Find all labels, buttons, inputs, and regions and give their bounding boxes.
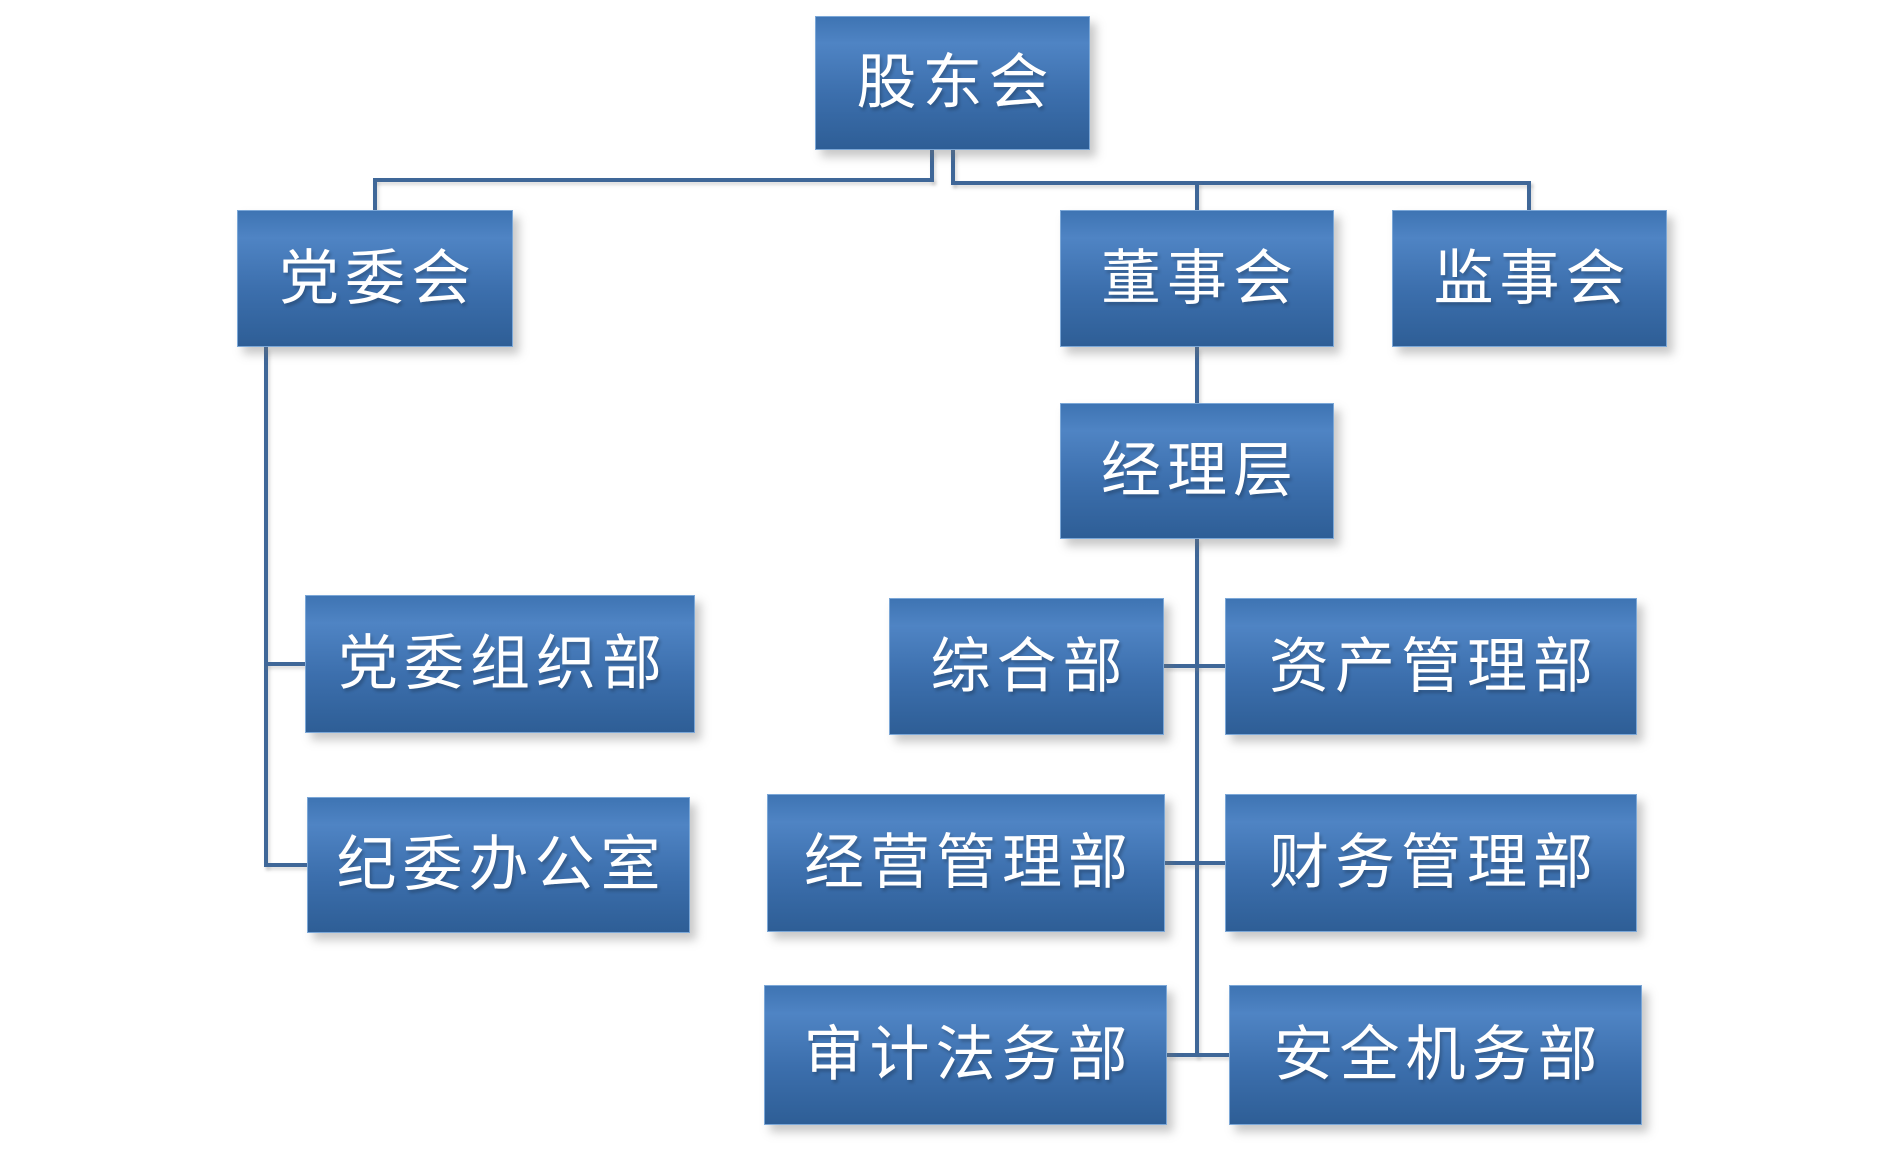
org-node-financial-management-dept: 财务管理部 <box>1225 794 1637 932</box>
org-node-asset-management-dept: 资产管理部 <box>1225 598 1637 735</box>
connector-party-committee-spine-v <box>264 347 268 867</box>
org-node-party-organization-dept: 党委组织部 <box>305 595 695 733</box>
org-node-board-of-directors: 董事会 <box>1060 210 1334 347</box>
org-node-party-committee: 党委会 <box>237 210 513 347</box>
org-node-audit-legal-dept: 审计法务部 <box>764 985 1167 1125</box>
connector-drop-supervisory-board-v <box>1527 181 1531 210</box>
org-node-operations-management-dept: 经营管理部 <box>767 794 1165 932</box>
connector-shareholders-to-supervisory-h <box>951 181 1531 185</box>
org-node-supervisory-board: 监事会 <box>1392 210 1667 347</box>
connector-row3-cross-h <box>1167 1053 1229 1057</box>
connector-shareholders-left-stub-v <box>930 150 934 182</box>
node-label-discipline-inspection-office: 纪委办公室 <box>336 832 667 898</box>
node-label-safety-equipment-dept: 安全机务部 <box>1273 1022 1604 1088</box>
node-label-general-dept: 综合部 <box>930 633 1129 700</box>
connector-stub-discipline-office-h <box>264 863 307 867</box>
connector-row2-cross-h <box>1165 861 1225 865</box>
node-label-management-team: 经理层 <box>1101 438 1299 504</box>
connector-drop-party-committee-v <box>373 178 377 210</box>
org-node-shareholders-meeting: 股东会 <box>815 16 1090 150</box>
node-label-operations-management-dept: 经营管理部 <box>804 830 1134 896</box>
node-label-board-of-directors: 董事会 <box>1101 245 1299 312</box>
org-node-general-dept: 综合部 <box>889 598 1164 735</box>
connector-management-spine-v <box>1195 539 1199 1057</box>
node-label-audit-legal-dept: 审计法务部 <box>803 1022 1134 1088</box>
connector-drop-board-of-directors-v <box>1195 181 1199 210</box>
node-label-party-committee: 党委会 <box>279 245 477 312</box>
connector-shareholders-right-stub-v <box>951 150 955 185</box>
org-node-management-team: 经理层 <box>1060 403 1334 539</box>
node-label-shareholders-meeting: 股东会 <box>856 50 1055 116</box>
org-node-safety-equipment-dept: 安全机务部 <box>1229 985 1642 1125</box>
node-label-supervisory-board: 监事会 <box>1433 245 1632 312</box>
org-node-discipline-inspection-office: 纪委办公室 <box>307 797 690 933</box>
node-label-asset-management-dept: 资产管理部 <box>1269 633 1599 700</box>
node-label-financial-management-dept: 财务管理部 <box>1269 830 1599 896</box>
connector-shareholders-to-party-committee-h <box>373 178 934 182</box>
connector-board-to-management-v <box>1195 347 1199 403</box>
connector-stub-party-organization-h <box>264 662 305 666</box>
connector-row1-cross-h <box>1164 664 1225 668</box>
node-label-party-organization-dept: 党委组织部 <box>338 631 668 697</box>
